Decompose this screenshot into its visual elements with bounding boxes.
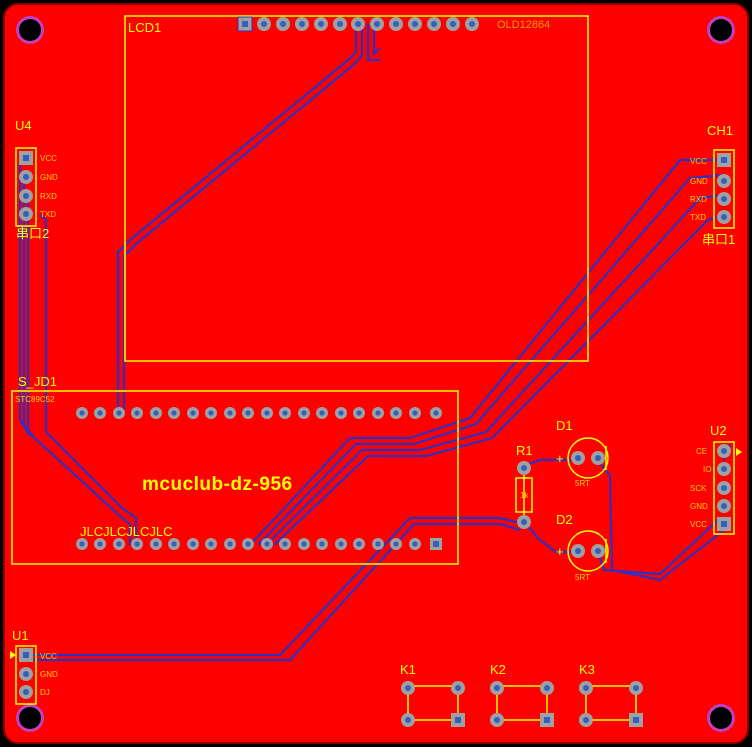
u4-uart2-header: U4 VCC GND RXD TXD 串口2: [15, 118, 58, 241]
d1-plus-label: +: [556, 451, 564, 466]
mounting-holes: [16, 16, 735, 732]
k3-button: K3: [579, 662, 643, 727]
lcd-outline: [124, 15, 589, 362]
ch1-designator: CH1: [707, 123, 733, 138]
mcu-bottom-pins: [76, 538, 442, 550]
k2-button: K2: [490, 662, 554, 727]
u4-pin-gnd: GND: [40, 173, 58, 182]
d2-caption: 5RT: [575, 573, 590, 582]
mcu-top-pins: [76, 407, 442, 419]
d2-plus-label: +: [556, 544, 564, 559]
u4-pin-txd: TXD: [40, 210, 56, 219]
u4-caption: 串口2: [16, 226, 49, 241]
r1-resistor: R1 1k: [515, 443, 533, 529]
mcu-chip-label: STC89C52: [15, 395, 55, 404]
ch1-pin-txd: TXD: [690, 213, 706, 222]
u1-pin-dj: DJ: [40, 688, 50, 697]
lcd-component: LCD1 OLD12864: [124, 15, 589, 362]
u2-pin-gnd: GND: [690, 502, 708, 511]
mcu-bottom-label: JLCJLCJLCJLC: [80, 524, 172, 539]
u4-pin-vcc: VCC: [40, 154, 57, 163]
board-substrate: [3, 3, 749, 744]
u2-pin-sck: SCK: [690, 484, 707, 493]
k3-designator: K3: [579, 662, 595, 677]
u2-pin-ce: CE: [696, 447, 707, 456]
u1-pin-gnd: GND: [40, 670, 58, 679]
ch1-caption: 串口1: [702, 232, 735, 247]
u1-designator: U1: [12, 628, 29, 643]
mcu-socket: S_JD1 STC89C52 JLCJLCJLCJLC: [11, 374, 459, 565]
lcd-designator: LCD1: [128, 20, 161, 35]
board-title: mcuclub-dz-956: [142, 474, 293, 495]
d2-led: D2 + 5RT: [556, 512, 609, 582]
d1-led: D1 + 5RT: [556, 418, 609, 488]
lcd-header-pins: [237, 16, 479, 32]
u1-pin-vcc: VCC: [40, 652, 57, 661]
u1-header: U1 VCC GND DJ: [10, 628, 58, 705]
r1-value: 1k: [520, 491, 529, 500]
u2-pin-io: IO: [703, 465, 711, 474]
k1-designator: K1: [400, 662, 416, 677]
u4-designator: U4: [15, 118, 32, 133]
d1-caption: 5RT: [575, 479, 590, 488]
lcd-part-label: OLD12864: [497, 19, 550, 31]
r1-designator: R1: [516, 443, 533, 458]
u4-pin-rxd: RXD: [40, 192, 57, 201]
ch1-pin-vcc: VCC: [690, 157, 707, 166]
u2-pin-vcc: VCC: [690, 520, 707, 529]
ch1-pin-gnd: GND: [690, 177, 708, 186]
mcu-designator: S_JD1: [18, 374, 57, 389]
k2-designator: K2: [490, 662, 506, 677]
mcu-outline: [11, 390, 459, 565]
d2-designator: D2: [556, 512, 573, 527]
ch1-pin-rxd: RXD: [690, 195, 707, 204]
k1-button: K1: [400, 662, 465, 727]
ch1-uart1-header: CH1 VCC GND RXD TXD 串口1: [690, 123, 735, 247]
u2-designator: U2: [710, 423, 727, 438]
u2-rtc-header: U2 CE IO SCK GND VCC: [690, 423, 742, 535]
d1-designator: D1: [556, 418, 573, 433]
